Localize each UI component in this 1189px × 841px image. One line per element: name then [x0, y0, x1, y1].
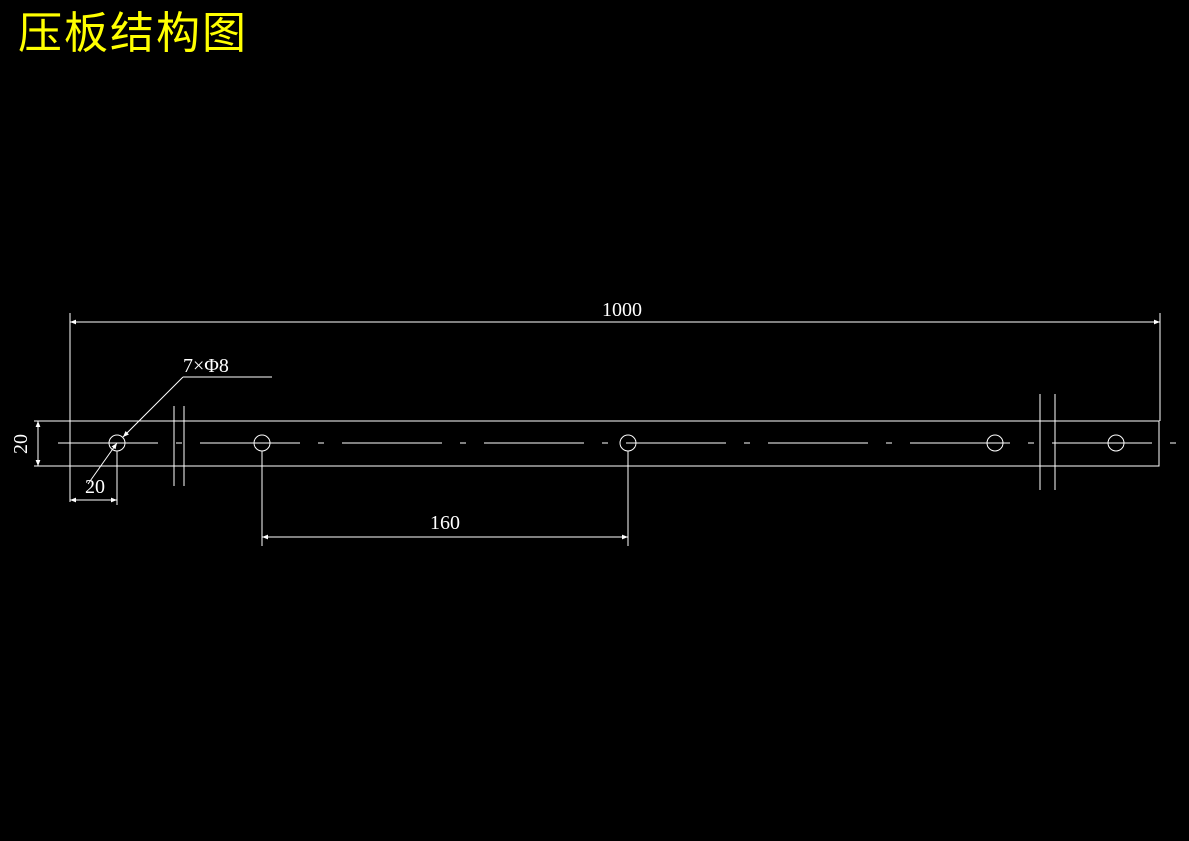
hole-callout-label: 7×Φ8 [183, 355, 229, 377]
overall-length-label: 1000 [602, 299, 642, 321]
drawing-title: 压板结构图 [18, 8, 248, 59]
hole-callout-leader [122, 376, 272, 438]
edge-offset-dimension [70, 442, 118, 505]
edge-offset-label: 20 [85, 476, 105, 498]
plate-width-label: 20 [10, 434, 32, 454]
break-symbol-right [1039, 394, 1056, 490]
hole [986, 434, 1004, 452]
hole-spacing-label: 160 [430, 512, 460, 534]
break-symbol-left [173, 406, 185, 486]
plate-outline [34, 420, 1160, 467]
hole-spacing-dimension [261, 451, 629, 546]
hole [1107, 434, 1125, 452]
overall-length-dimension [69, 313, 1161, 502]
